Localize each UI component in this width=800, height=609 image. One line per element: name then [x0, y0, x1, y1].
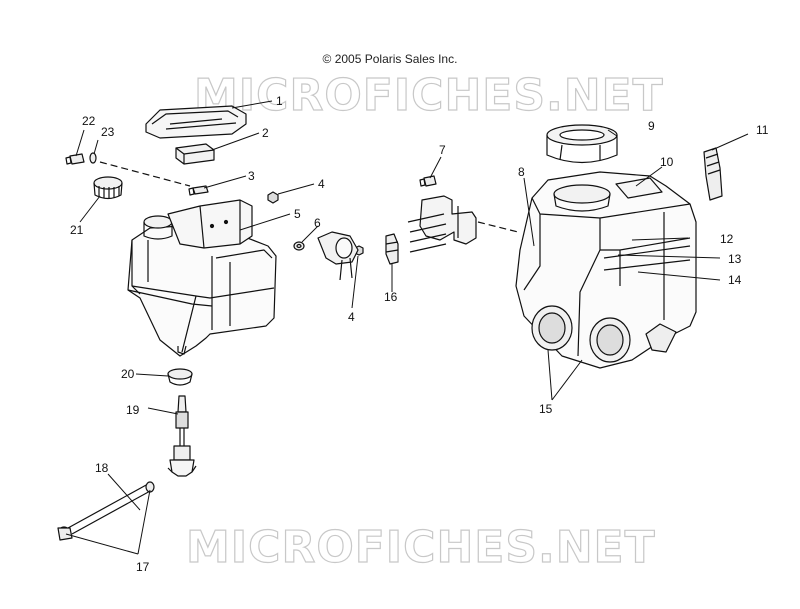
part-airbox: [515, 171, 697, 369]
watermark-top: MICROFICHES.NET: [193, 69, 664, 121]
callout-11: 11: [756, 123, 769, 137]
callout-15: 15: [539, 402, 553, 416]
part-tank-cap: [93, 176, 123, 200]
part-latch-11: [703, 147, 723, 201]
part-nut-a: [267, 191, 279, 204]
part-manifold: [407, 195, 477, 253]
callout-8: 8: [518, 165, 525, 179]
part-bolt-washer: [65, 152, 97, 165]
part-tube: [57, 481, 155, 541]
callout-13: 13: [728, 252, 742, 266]
part-oil-tank: [127, 199, 277, 357]
callout-19: 19: [126, 403, 140, 417]
part-fuel-filter: [167, 395, 197, 477]
callout-3: 3: [248, 169, 255, 183]
callout-14: 14: [728, 273, 742, 287]
part-bolt-7: [419, 175, 437, 187]
callout-2: 2: [262, 126, 269, 140]
part-grommet-20: [167, 368, 193, 386]
callout-1: 1: [276, 94, 283, 108]
part-grommet: [293, 241, 305, 251]
callout-4b: 4: [348, 310, 355, 324]
callout-9: 9: [648, 119, 655, 133]
callout-5: 5: [294, 207, 301, 221]
leader-lines: [65, 100, 749, 555]
callout-21: 21: [70, 223, 84, 237]
watermark-bottom: MICROFICHES.NET: [185, 521, 656, 573]
callout-20: 20: [121, 367, 135, 381]
callout-18: 18: [95, 461, 109, 475]
copyright-text: © 2005 Polaris Sales Inc.: [322, 52, 458, 66]
callout-17: 17: [136, 560, 150, 574]
callout-7: 7: [439, 143, 446, 157]
callout-16: 16: [384, 290, 398, 304]
part-sensor: [317, 231, 359, 281]
part-clip-16: [385, 233, 399, 265]
part-block: [175, 143, 215, 165]
callout-10: 10: [660, 155, 674, 169]
callout-12: 12: [720, 232, 734, 246]
callout-23: 23: [101, 125, 115, 139]
part-cover: [145, 105, 247, 139]
part-foam-ring: [546, 124, 618, 164]
callout-22: 22: [82, 114, 96, 128]
callout-6: 6: [314, 216, 321, 230]
callout-4a: 4: [318, 177, 325, 191]
